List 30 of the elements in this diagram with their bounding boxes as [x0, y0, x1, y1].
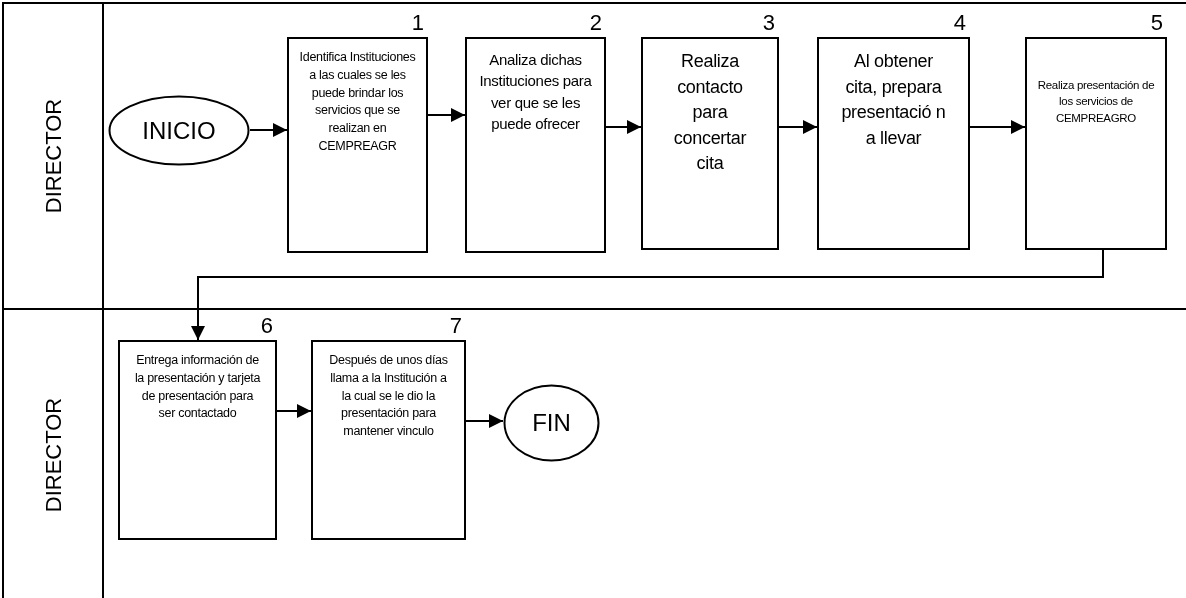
process-text: Identifica Instituciones a las cuales se les puede brindar los servicios que se realizan en CEMPREAGR: [299, 49, 416, 155]
step-number: 7: [449, 313, 462, 339]
terminator-oval: [108, 95, 250, 166]
step-number: 1: [411, 10, 424, 36]
process-text: Después de unos días llama a la Institución a la cual se le dio la presentación para mantener vinculo: [328, 352, 449, 440]
process-text: Analiza dichas Instituciones para ver que se les puede ofrecer: [478, 50, 593, 134]
arrow: [191, 249, 1104, 341]
terminator-label: INICIO: [142, 116, 216, 145]
step-number: 6: [260, 313, 273, 339]
arrow: [276, 404, 312, 418]
terminator-label: FIN: [532, 409, 571, 437]
arrow: [778, 120, 818, 134]
process-text: Entrega información de la presentación y tarjeta de presentación para ser contactado: [134, 352, 261, 423]
lane-label: DIRECTOR: [41, 397, 67, 513]
step-number: 2: [589, 10, 602, 36]
swimlane: [2, 2, 1186, 308]
arrow: [465, 414, 504, 428]
step-number: 5: [1150, 10, 1163, 36]
lane-label: DIRECTOR: [41, 98, 67, 214]
arrow: [969, 120, 1026, 134]
process-text: Al obtener cita, prepara presentació n a llevar: [840, 50, 947, 150]
swimlane: [2, 308, 1186, 598]
arrow: [427, 108, 466, 122]
arrow: [605, 120, 642, 134]
step-number: 3: [762, 10, 775, 36]
process-text: Realiza presentación de los servicios de CEMPREAGRO: [1037, 78, 1155, 126]
step-number: 4: [953, 10, 966, 36]
process-text: Realiza contacto para concertar cita: [672, 50, 748, 176]
arrow: [249, 123, 288, 137]
terminator-oval: [503, 384, 600, 462]
